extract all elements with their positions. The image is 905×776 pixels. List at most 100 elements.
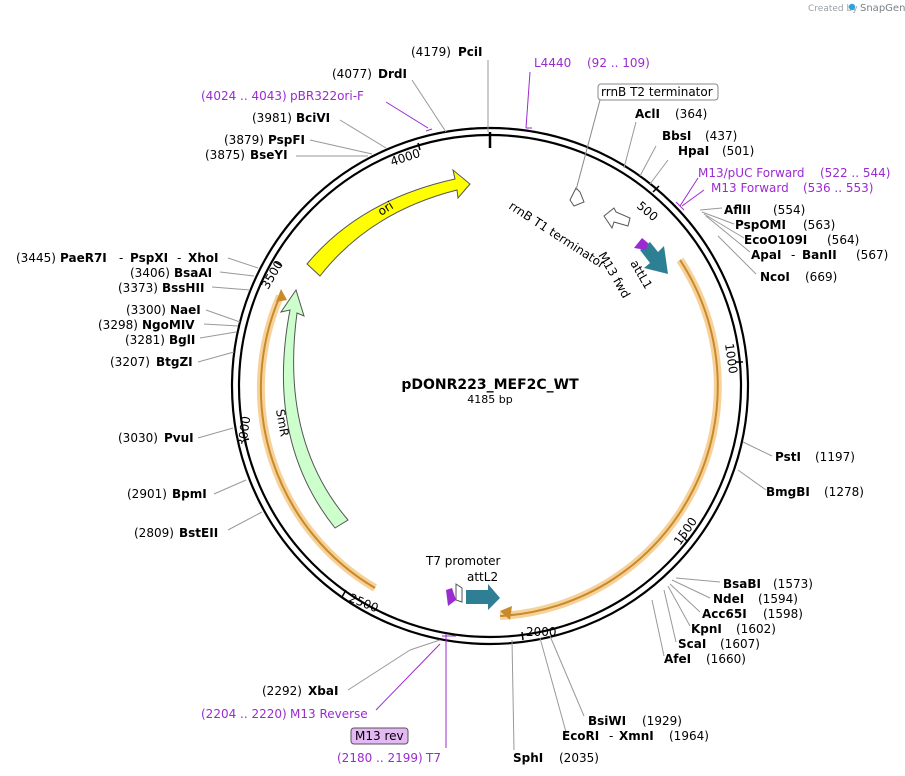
tick-500: 500 — [634, 199, 661, 224]
rrnb-t2-leader — [575, 99, 601, 191]
site-apai[interactable]: ApaI — [751, 248, 781, 262]
site-bpmi-pos: (2901) — [127, 487, 167, 501]
attl1-feature-arrow[interactable] — [640, 242, 668, 274]
insert-arc-right — [499, 259, 719, 617]
site-bmgbi-pos: (1278) — [824, 485, 864, 499]
m13-fwd-primer-mark[interactable] — [634, 238, 648, 250]
site-acli[interactable]: AclI — [635, 107, 660, 121]
site-psti[interactable]: PstI — [775, 450, 801, 464]
tick-2500-mark — [341, 589, 347, 598]
t7-promoter-arrow[interactable] — [455, 583, 463, 603]
site-ndei[interactable]: NdeI — [713, 592, 744, 606]
tick-2000-mark — [521, 631, 524, 641]
insert-left-arrowhead — [276, 289, 287, 302]
site-xmni[interactable]: XmnI — [619, 729, 654, 743]
site-btgzi-pos: (3207) — [110, 355, 150, 369]
site-paer7i[interactable]: PaeR7I — [60, 251, 107, 265]
site-ncoi-pos: (669) — [805, 270, 837, 284]
rrnb-t2-label: rrnB T2 terminator — [601, 85, 713, 99]
site-afei-pos: (1660) — [706, 652, 746, 666]
site-xhoi[interactable]: XhoI — [188, 251, 219, 265]
site-pspfi[interactable]: PspFI — [268, 133, 305, 147]
site-acc65i[interactable]: Acc65I — [702, 607, 747, 621]
ori-feature-arrow[interactable] — [306, 168, 471, 277]
site-aflii[interactable]: AflII — [724, 203, 751, 217]
site-bcivi[interactable]: BciVI — [296, 111, 330, 125]
site-banii[interactable]: BanII — [802, 248, 837, 262]
site-xbai-pos: (2292) — [262, 684, 302, 698]
site-bbsi-pos: (437) — [705, 129, 737, 143]
m13-rev-primer-mark[interactable] — [446, 588, 456, 606]
primer-l4440[interactable]: L4440 — [534, 56, 571, 70]
insert-highlight-right — [499, 257, 722, 620]
site-ecori[interactable]: EcoRI — [562, 729, 599, 743]
site-ecoo109i[interactable]: EcoO109I — [744, 233, 807, 247]
site-xbai[interactable]: XbaI — [308, 684, 338, 698]
rrnb-t2-terminator-arrow[interactable] — [569, 187, 585, 207]
credit-brand: SnapGene — [860, 3, 905, 14]
site-ncoi[interactable]: NcoI — [760, 270, 790, 284]
site-hpai[interactable]: HpaI — [678, 144, 709, 158]
site-scai-pos: (1607) — [720, 637, 760, 651]
site-bsaai[interactable]: BsaAI — [174, 266, 212, 280]
primer-t7-range: (2180 .. 2199) — [337, 751, 423, 765]
site-bgli[interactable]: BglI — [169, 333, 195, 347]
site-drdi[interactable]: DrdI — [378, 67, 407, 81]
site-bsabi[interactable]: BsaBI — [723, 577, 761, 591]
site-kpni-pos: (1602) — [736, 622, 776, 636]
t7-promoter-label: T7 promoter — [425, 554, 501, 568]
site-acc65i-pos: (1598) — [763, 607, 803, 621]
site-pvui-pos: (3030) — [118, 431, 158, 445]
site-bpmi[interactable]: BpmI — [172, 487, 207, 501]
site-pspxi[interactable]: PspXI — [130, 251, 168, 265]
attl2-label: attL2 — [467, 570, 498, 584]
plasmid-length: 4185 bp — [467, 393, 512, 406]
tick-3000-mark — [243, 438, 250, 441]
site-scai[interactable]: ScaI — [678, 637, 706, 651]
site-bgli-pos: (3281) — [125, 333, 165, 347]
site-pspomi[interactable]: PspOMI — [735, 218, 786, 232]
m13-rev-label[interactable]: M13 rev — [355, 729, 404, 743]
primer-m13f[interactable]: M13 Forward — [711, 181, 789, 195]
site-naei-pos: (3300) — [126, 303, 166, 317]
primer-m13puc-range: (522 .. 544) — [820, 166, 890, 180]
rrnb-t1-terminator-arrow[interactable] — [603, 207, 631, 230]
site-bbsi[interactable]: BbsI — [662, 129, 691, 143]
primer-t7[interactable]: T7 — [425, 751, 441, 765]
site-pvui[interactable]: PvuI — [164, 431, 194, 445]
site-sep-1: - — [119, 251, 123, 265]
primer-m13f-range: (536 .. 553) — [803, 181, 873, 195]
tick-1000: 1000 — [722, 342, 740, 374]
site-kpni[interactable]: KpnI — [691, 622, 722, 636]
site-bsiwi[interactable]: BsiWI — [588, 714, 626, 728]
primer-m13r[interactable]: M13 Reverse — [290, 707, 368, 721]
primer-pbr322-range: (4024 .. 4043) — [201, 89, 287, 103]
primer-pbr322[interactable]: pBR322ori-F — [290, 89, 364, 103]
site-afei[interactable]: AfeI — [664, 652, 691, 666]
site-bsaai-pos: (3406) — [130, 266, 170, 280]
attl2-feature-arrow[interactable] — [466, 584, 500, 610]
site-bseyi[interactable]: BseYI — [250, 148, 288, 162]
site-ngomiv-pos: (3298) — [98, 318, 138, 332]
site-paer7i-pos: (3445) — [16, 251, 56, 265]
site-bsiwi-pos: (1929) — [642, 714, 682, 728]
site-ngomiv[interactable]: NgoMIV — [142, 318, 195, 332]
site-sphi-pos: (2035) — [559, 751, 599, 765]
site-sep-3: - — [791, 248, 795, 262]
tick-3000: 3000 — [235, 415, 253, 447]
tick-4000: 4000 — [389, 146, 422, 169]
site-naei[interactable]: NaeI — [170, 303, 201, 317]
site-bmgbi[interactable]: BmgBI — [766, 485, 810, 499]
site-sphi[interactable]: SphI — [513, 751, 543, 765]
site-pspomi-pos: (563) — [803, 218, 835, 232]
primer-m13puc[interactable]: M13/pUC Forward — [698, 166, 805, 180]
rrnb-t1-label: rrnB T1 terminator — [506, 199, 607, 272]
site-bsshii[interactable]: BssHII — [162, 281, 204, 295]
site-bsteii[interactable]: BstEII — [179, 526, 218, 540]
site-btgzi[interactable]: BtgZI — [156, 355, 193, 369]
tick-3500-mark — [274, 261, 283, 267]
backbone-outer-ring — [230, 126, 750, 646]
site-pcii[interactable]: PciI — [458, 45, 483, 59]
smr-feature-arrow[interactable] — [279, 288, 349, 529]
